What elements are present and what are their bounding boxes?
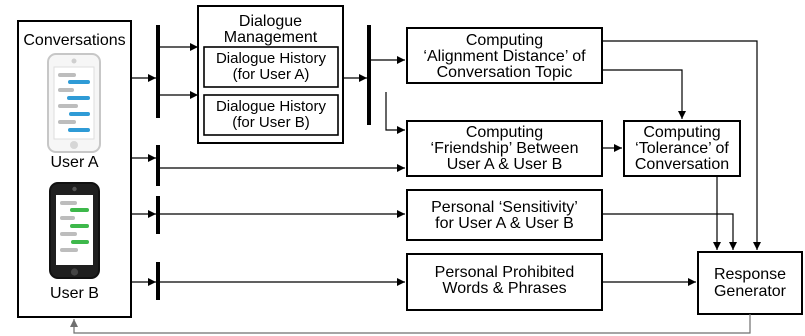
response-generator-line2: Generator (714, 283, 787, 300)
prohibited-words-box (406, 253, 603, 311)
arrow-management-to-friendship (385, 92, 405, 134)
response-generator-box (697, 251, 803, 315)
sensitivity-line1: Personal ‘Sensitivity’ (431, 199, 578, 216)
user-b-label: User B (50, 285, 99, 302)
dialogue-management-title-line2: Management (224, 29, 318, 46)
tolerance-line2: ‘Tolerance’ of (635, 140, 729, 157)
alignment-line1: Computing (466, 32, 543, 49)
tolerance-box (623, 120, 741, 177)
friendship-line2: ‘Friendship’ Between (431, 140, 579, 157)
sensitivity-box (406, 189, 603, 241)
dialogue-history-b-box (203, 94, 339, 136)
prohibited-line2: Words & Phrases (442, 280, 566, 297)
tolerance-line1: Computing (643, 124, 720, 141)
user-a-label: User A (50, 154, 98, 171)
phone-black-icon (49, 182, 100, 279)
response-generator-line1: Response (714, 266, 786, 283)
arrow-alignment-to-tolerance (602, 69, 686, 119)
alignment-line2: ‘Alignment Distance’ of (423, 48, 586, 65)
dialogue-history-b-line1: Dialogue History (216, 98, 327, 115)
friendship-line3: User A & User B (447, 156, 563, 173)
alignment-line3: Conversation Topic (437, 64, 573, 81)
dialogue-history-a-line1: Dialogue History (216, 50, 327, 67)
prohibited-line1: Personal Prohibited (435, 264, 575, 281)
friendship-line1: Computing (466, 124, 543, 141)
dialogue-history-a-box (203, 46, 339, 88)
feedback-arrow (70, 314, 751, 334)
dialogue-management-title-line1: Dialogue (239, 13, 302, 30)
sensitivity-line2: for User A & User B (435, 215, 574, 232)
arrow-alignment-to-response (602, 40, 761, 250)
arrow-sensitivity-to-response (602, 213, 737, 250)
alignment-distance-box (406, 27, 603, 84)
tolerance-line3: Conversation (635, 156, 729, 173)
phone-white-icon (47, 53, 101, 153)
friendship-box (406, 120, 603, 177)
dialogue-history-a-line2: (for User A) (233, 66, 310, 83)
conversations-title: Conversations (23, 32, 125, 49)
dialogue-history-b-line2: (for User B) (232, 114, 310, 131)
